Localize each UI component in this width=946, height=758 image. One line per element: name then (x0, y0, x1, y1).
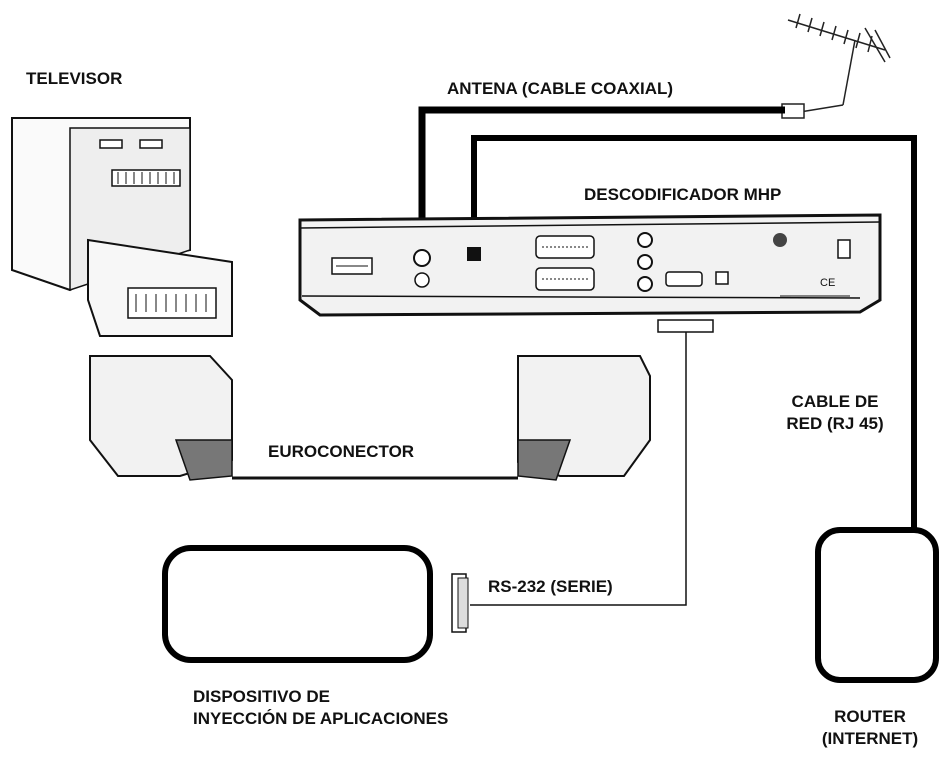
decoder-mhp: CE (298, 213, 882, 317)
label-cable-red-line1: CABLE DE (791, 392, 879, 411)
label-router: ROUTER (INTERNET) (800, 706, 940, 750)
label-cable-red-line2: RED (RJ 45) (786, 414, 884, 433)
label-euroconector: EUROCONECTOR (268, 442, 415, 461)
label-dispositivo-line1: DISPOSITIVO DE (193, 687, 330, 706)
label-cable-red: CABLE DE RED (RJ 45) (760, 391, 910, 435)
tv-scart-socket (87, 238, 233, 337)
svg-text:CE: CE (820, 277, 835, 289)
scart-plug-right (517, 355, 651, 481)
label-dispositivo-line2: INYECCIÓN DE APLICACIONES (193, 709, 449, 728)
label-router-line1: ROUTER (834, 707, 906, 726)
serial-plug-bottom (451, 573, 469, 633)
serial-plug-top (657, 319, 714, 333)
coaxial-cable (418, 106, 785, 250)
label-descodificador: DESCODIFICADOR MHP (584, 185, 782, 204)
label-televisor: TELEVISOR (26, 69, 123, 88)
serial-cable (470, 332, 687, 606)
injection-device-box (162, 545, 433, 663)
antenna-icon (787, 13, 891, 113)
label-antena: ANTENA (CABLE COAXIAL) (447, 79, 674, 98)
label-router-line2: (INTERNET) (821, 729, 919, 748)
coax-plug-icon (781, 103, 805, 119)
scart-plug-left (89, 355, 233, 481)
network-cable (471, 135, 917, 535)
label-dispositivo: DISPOSITIVO DE INYECCIÓN DE APLICACIONES (193, 686, 448, 730)
router-box (815, 527, 939, 683)
label-rs232: RS-232 (SERIE) (488, 577, 613, 596)
